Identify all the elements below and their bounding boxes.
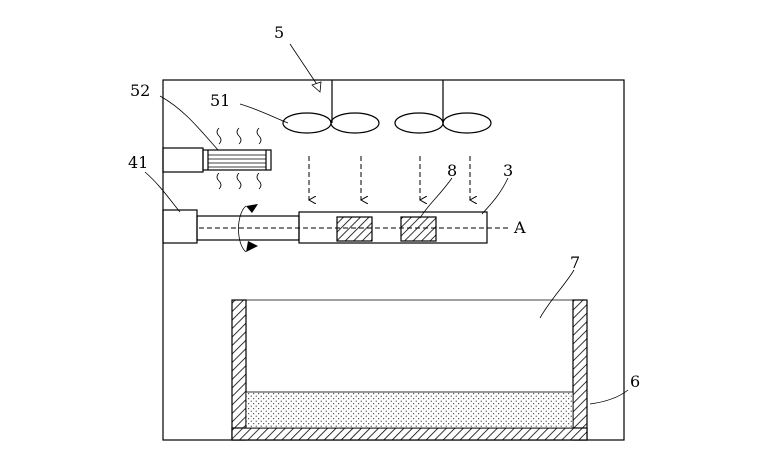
label-rod: 3 xyxy=(503,161,513,180)
label-sample: 8 xyxy=(447,161,457,180)
label-rotary-motor: 41 xyxy=(128,153,148,172)
fan-right xyxy=(394,112,492,134)
tank xyxy=(231,299,588,441)
fan-left xyxy=(282,112,380,134)
label-liquid: 6 xyxy=(630,372,640,391)
label-fan-blade: 51 xyxy=(210,91,230,110)
label-heater: 52 xyxy=(130,81,150,100)
label-fan-assembly: 5 xyxy=(274,23,284,42)
liquid xyxy=(245,391,574,429)
leader-lines xyxy=(144,95,629,405)
label-tank: 7 xyxy=(570,253,580,272)
sample-1 xyxy=(336,216,373,242)
airflow-arrows xyxy=(309,156,470,200)
label-axis: A xyxy=(513,218,526,237)
heater xyxy=(162,127,272,190)
fan-assembly xyxy=(282,43,492,134)
sample-2 xyxy=(400,216,437,242)
